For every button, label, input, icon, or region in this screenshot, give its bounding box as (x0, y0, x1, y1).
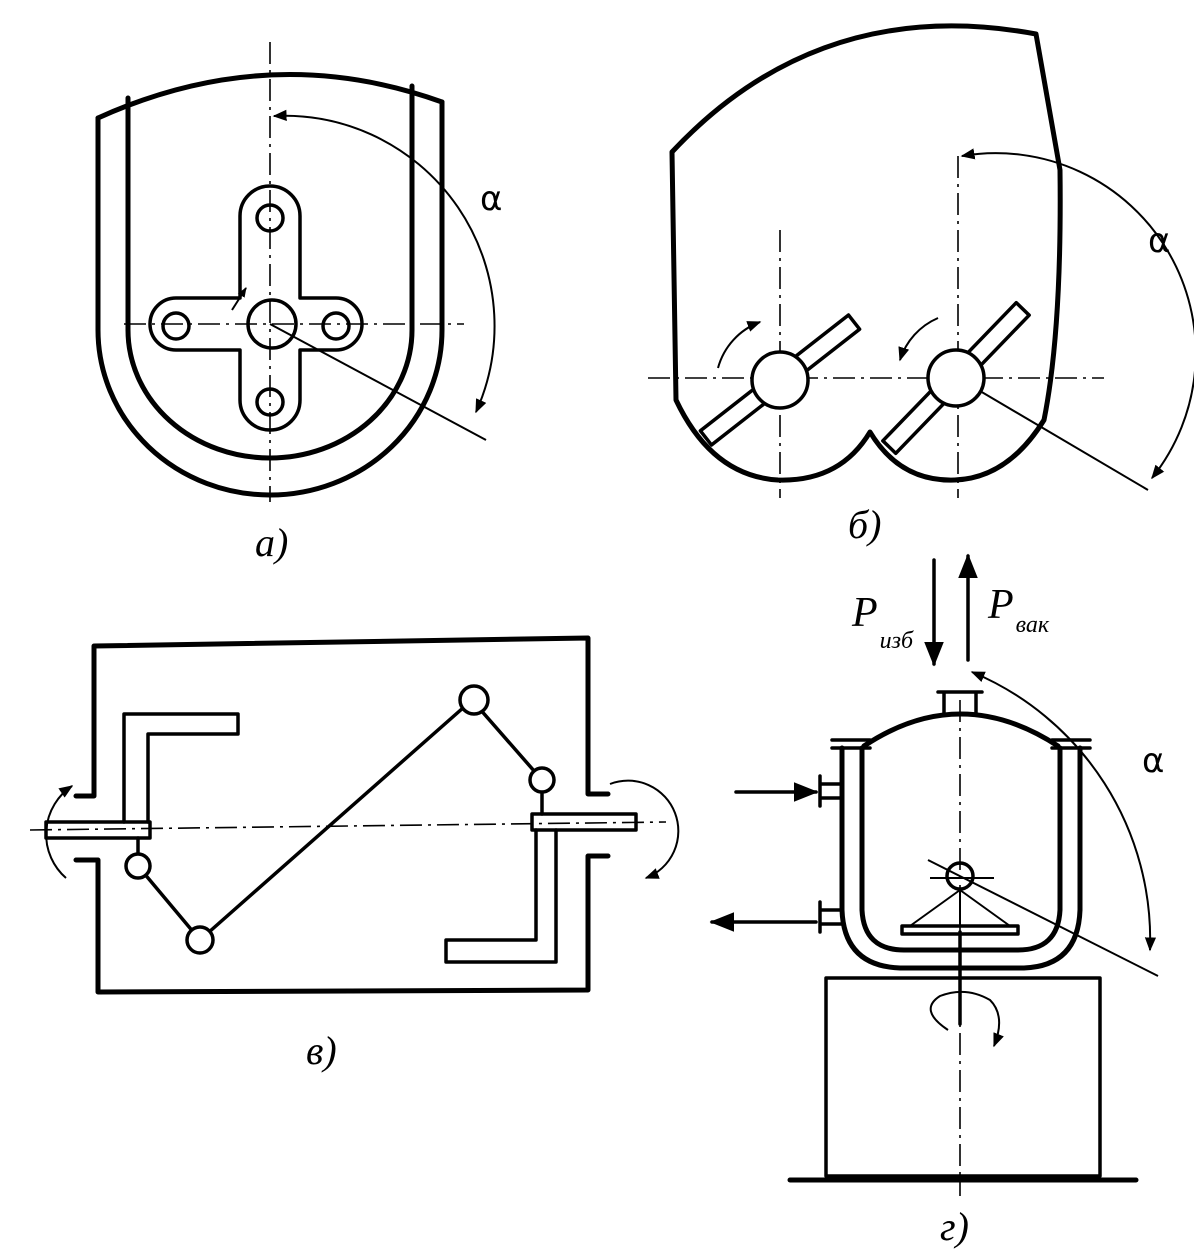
figure-v-joint-right (528, 766, 556, 794)
figure-v-joint-bottom (185, 925, 215, 955)
figure-a-rotor-hole-right (321, 311, 351, 341)
figure-v-drum-mixer: в) (29, 635, 680, 1073)
figure-b-caption: б) (848, 502, 881, 547)
figure-v-caption: в) (306, 1028, 337, 1073)
figure-v-right-shaft (530, 812, 638, 832)
figure-b-left-shaft (750, 350, 810, 410)
figure-g-support-base (824, 976, 1102, 1178)
figure-v-left-shaft (44, 820, 152, 840)
figure-g-inlet-nozzle (818, 774, 844, 808)
figure-g-outlet-nozzle (818, 900, 844, 934)
figure-g-angle-label: α (1142, 741, 1164, 781)
figure-b-body (669, 23, 1063, 483)
figure-b-right-shaft (926, 348, 986, 408)
figure-v-horizontal-axis (29, 821, 667, 831)
figure-g-flanges (830, 738, 1092, 750)
figure-b-angle-label: α (1148, 221, 1170, 261)
figure-g-shaft-rotation-arrow (929, 990, 1004, 1048)
figure-g-caption: г) (940, 1204, 969, 1249)
figure-b-angle-arc (960, 148, 1194, 480)
figure-v-right-baffle (444, 828, 558, 964)
figure-g-vacuum-pressure-label: Pвак (987, 582, 1050, 638)
figure-v-left-baffle (122, 712, 240, 824)
figure-a-lid (95, 72, 445, 121)
figure-v-right-rotation-arrow (609, 779, 680, 879)
figure-a-angle-arc (272, 109, 496, 414)
figure-a-caption: а) (255, 520, 288, 565)
figure-b-twin-trough-mixer: α б) (648, 23, 1194, 547)
figure-v-left-rotation-arrow (45, 785, 74, 879)
figure-a-rotation-arrow (231, 287, 247, 311)
figure-g-angle-arc (970, 671, 1157, 952)
figure-b-left-rotation-arrow (717, 321, 762, 369)
figure-v-zigzag-element (136, 698, 544, 942)
figure-b-right-rotation-arrow (898, 317, 939, 362)
figure-v-drum-body (73, 635, 611, 995)
figure-v-joint-top (458, 684, 490, 716)
figure-g-excess-pressure-label: Pизб (851, 590, 914, 654)
figure-g-vacuum-vessel-mixer: Pизб Pвак α г) (709, 553, 1164, 1249)
figure-a-angle-label: α (480, 179, 502, 219)
figure-g-dome-lid (861, 711, 1061, 749)
figure-a-rotor-hole-left (161, 311, 191, 341)
figure-v-joint-left (124, 852, 152, 880)
figure-a-trough-mixer: α а) (95, 42, 502, 565)
figure-g-stirrer-arms (909, 889, 1011, 927)
figure-a-tilt-line (269, 323, 487, 441)
